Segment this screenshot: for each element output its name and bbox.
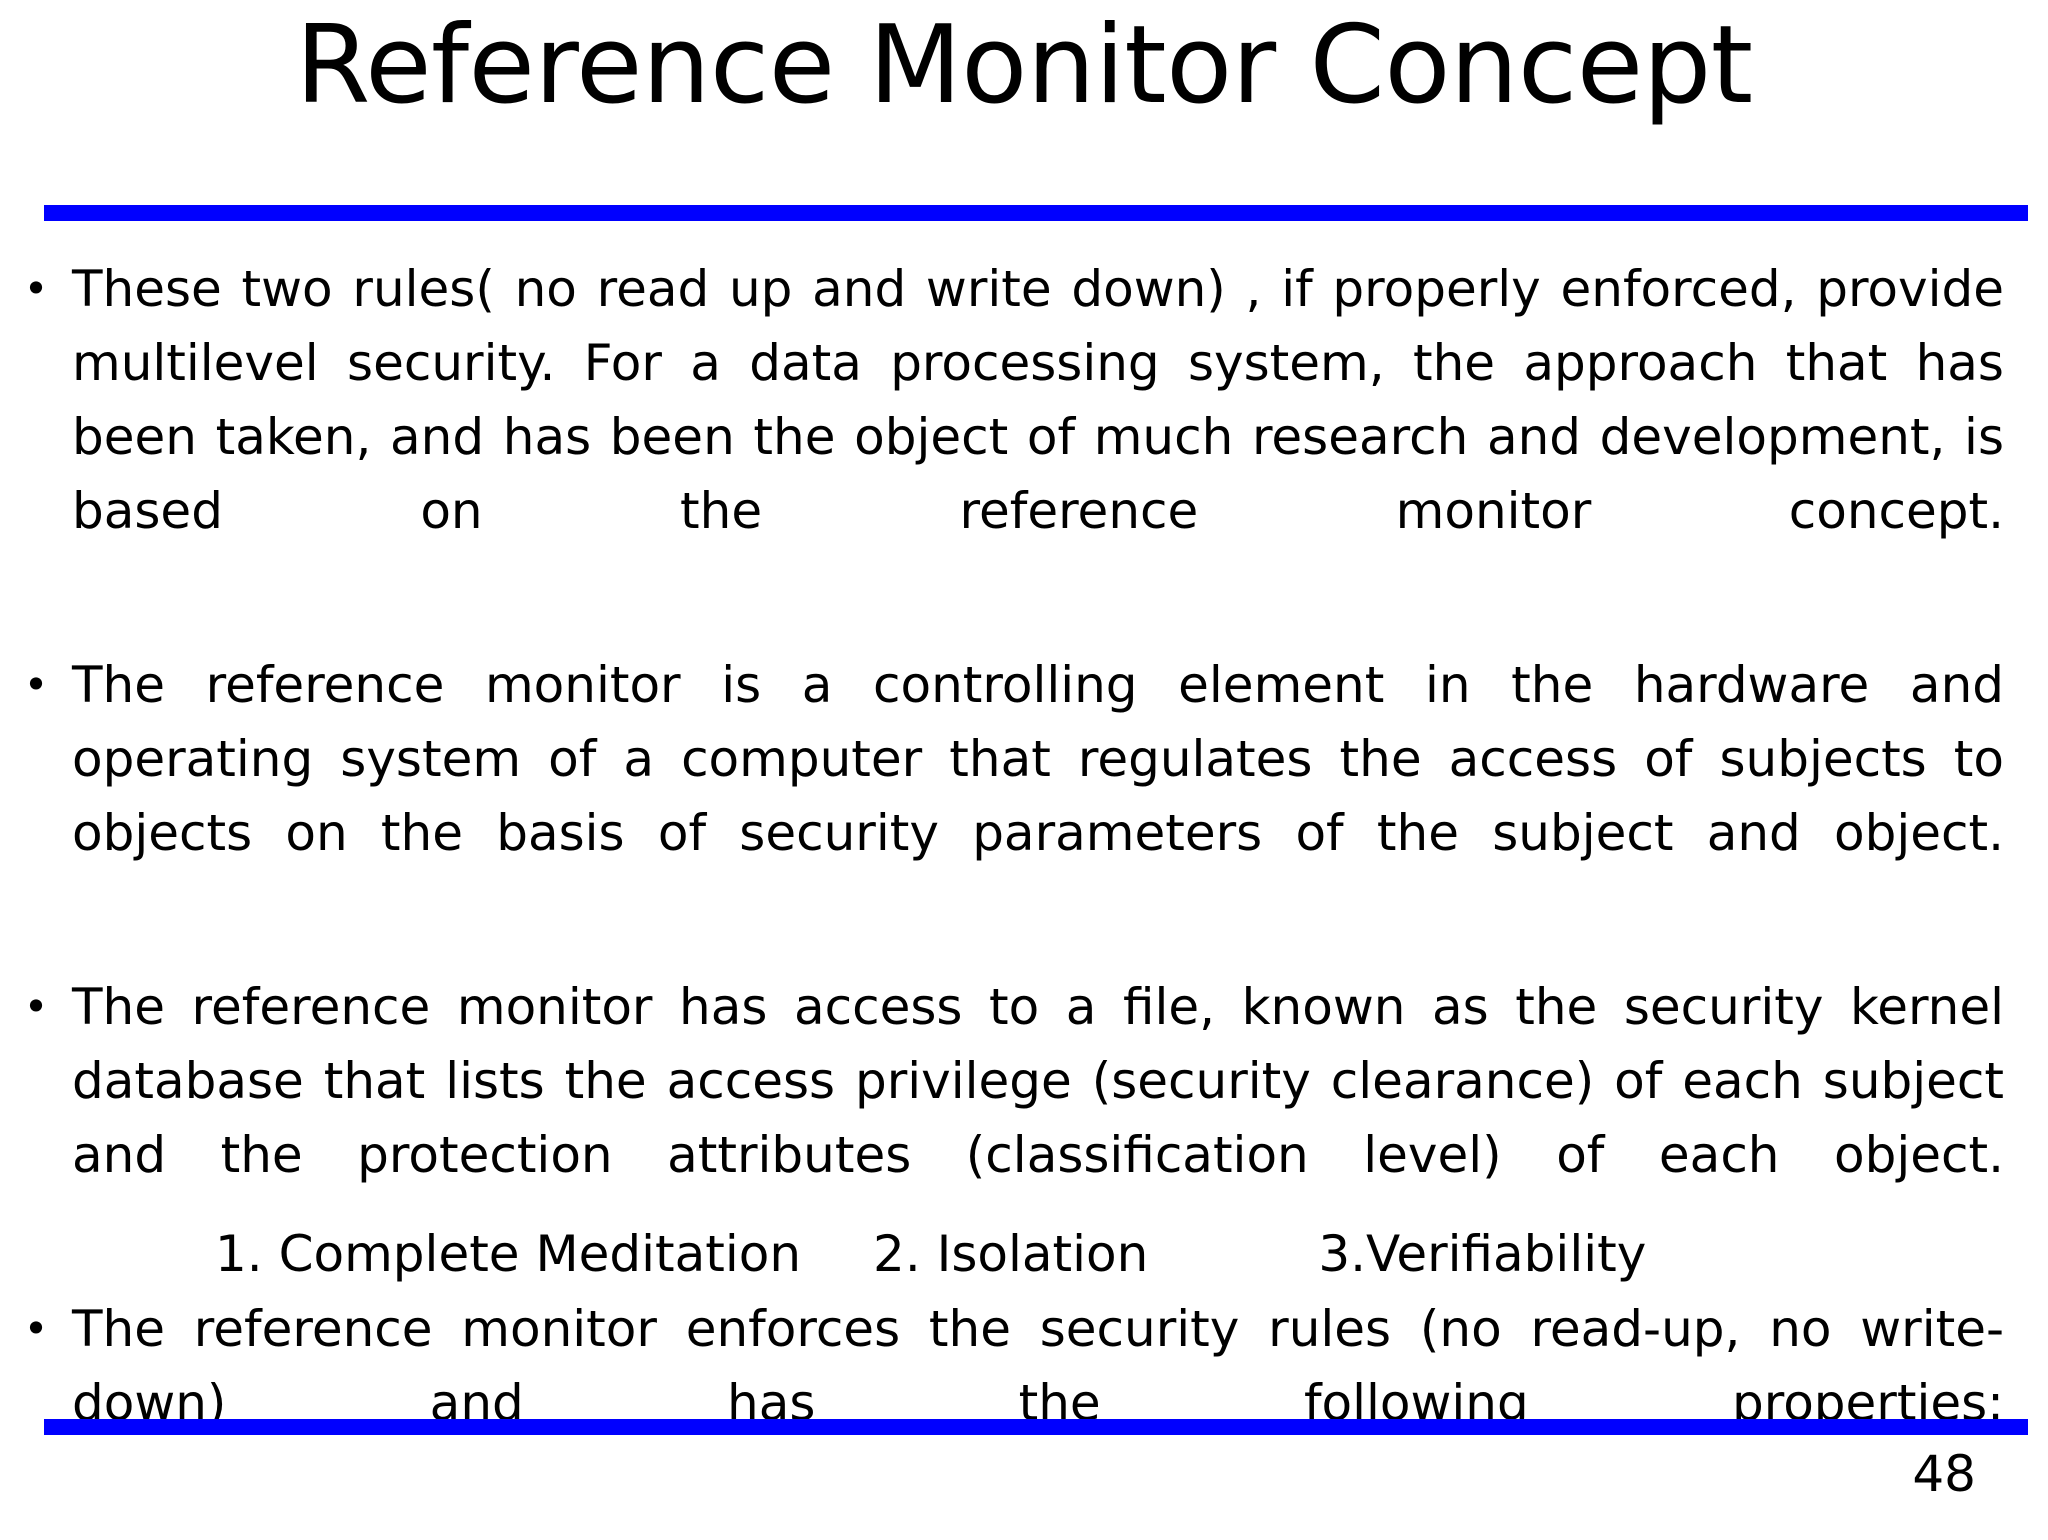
bullet-text-4: The reference monitor enforces the secur… bbox=[72, 1300, 2004, 1432]
bullet-point-icon: • bbox=[23, 982, 49, 1031]
bullet-list: • These two rules( no read up and write … bbox=[0, 252, 2048, 1540]
bullet-text-2: The reference monitor is a controlling e… bbox=[72, 656, 2004, 862]
list-item: • The reference monitor is a controlling… bbox=[0, 648, 2048, 944]
bullet-text-3: The reference monitor has access to a fi… bbox=[72, 978, 2004, 1184]
list-item: • The reference monitor has access to a … bbox=[0, 970, 2048, 1266]
bullet-point-icon: • bbox=[23, 660, 49, 709]
list-item: • The reference monitor enforces the sec… bbox=[0, 1292, 2048, 1514]
top-blue-divider bbox=[44, 205, 2028, 221]
numbered-sublist: 1. Complete Meditation 2. Isolation 3.Veri… bbox=[215, 1222, 1915, 1286]
sublist-item-3: 3.Verifiability bbox=[1318, 1225, 1647, 1283]
page-number: 48 bbox=[1912, 1445, 1976, 1503]
page-title: Reference Monitor Concept bbox=[295, 3, 1753, 128]
sublist-item-2: 2. Isolation bbox=[873, 1225, 1149, 1283]
sublist-item-1: 1. Complete Meditation bbox=[215, 1225, 802, 1283]
bullet-text-1: These two rules( no read up and write do… bbox=[72, 260, 2004, 540]
list-item: • These two rules( no read up and write … bbox=[0, 252, 2048, 622]
bullet-point-icon: • bbox=[23, 264, 49, 313]
bullet-point-icon: • bbox=[23, 1304, 49, 1353]
bottom-blue-divider bbox=[44, 1419, 2028, 1435]
